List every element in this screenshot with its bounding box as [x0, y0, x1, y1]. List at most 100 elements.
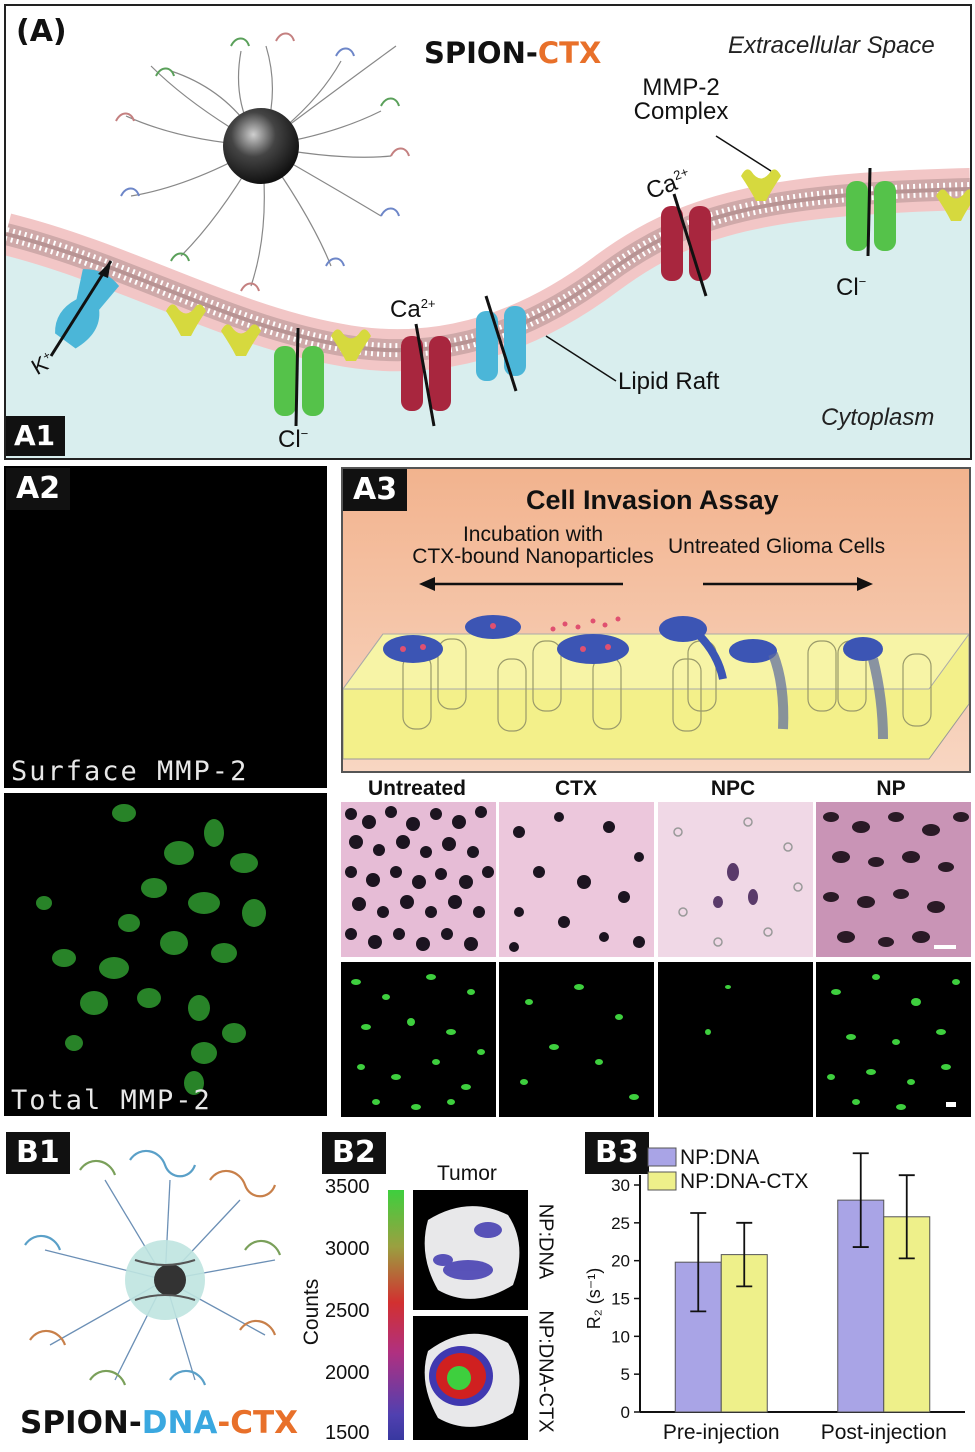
fluor-npc-dots	[705, 985, 731, 1035]
counts-colorbar	[388, 1190, 404, 1440]
incubation-line1: Incubation with	[462, 523, 604, 546]
panel-a3-tag: A3	[343, 469, 408, 511]
stain-ctx	[499, 802, 654, 957]
cl-text-left: Cl	[278, 426, 301, 453]
invasion-assay-diagram: Cell Invasion Assay Incubation with CTX-…	[341, 467, 971, 773]
y-tick-label: 0	[621, 1403, 630, 1422]
membrane-diagram	[6, 32, 970, 458]
mmp2-line1: MMP-2	[642, 74, 720, 101]
extracellular-label: Extracellular Space	[728, 32, 935, 59]
ca-sup-left: 2+	[420, 296, 436, 311]
untreated-glioma-label: Untreated Glioma Cells	[668, 535, 886, 558]
spion-dna-ctx-label: SPION-DNA-CTX	[20, 1405, 298, 1441]
tick-2000: 2000	[325, 1362, 370, 1384]
r2-bar-chart: 0 5 10 15 20 25 30 R₂ (s⁻¹) Pre-injection Post-in…	[584, 1146, 965, 1444]
row-np-dna-ctx-label: NP:DNA-CTX	[534, 1310, 557, 1433]
col-npc: NPC	[710, 777, 756, 800]
fluor-untreated	[341, 962, 496, 1117]
b1-ctx: -CTX	[217, 1405, 299, 1441]
green-cell-cluster	[36, 804, 266, 1095]
tumor-np-dna-ctx-drawing	[424, 1333, 520, 1427]
cell-invasion-title: Cell Invasion Assay	[526, 485, 779, 515]
tick-1500: 1500	[325, 1422, 370, 1444]
panel-a1-tag: A1	[6, 416, 66, 456]
stain-npc-dots	[673, 817, 803, 947]
fluor-np	[816, 962, 971, 1117]
tumor-np-dna-drawing	[424, 1206, 520, 1299]
panel-a-tag: (A)	[16, 14, 67, 49]
b1-spion: SPION-	[20, 1405, 142, 1441]
cl-channel-left	[274, 346, 324, 416]
panel-b1-tag: B1	[6, 1132, 70, 1174]
cl-channel-right	[846, 181, 896, 251]
title-spion: SPION-	[424, 36, 538, 70]
col-np: NP	[876, 777, 906, 800]
legend-label: NP:DNA	[680, 1146, 759, 1169]
total-mmp2-label: Total MMP-2	[11, 1085, 212, 1116]
panel-b3-tag: B3	[585, 1132, 649, 1174]
tumor-image-np-dna-ctx	[413, 1316, 528, 1440]
ca-channel-left	[401, 336, 451, 411]
spion-ctx-title: SPION-CTX	[424, 36, 601, 70]
tick-3500: 3500	[325, 1176, 370, 1198]
y-tick-label: 20	[611, 1252, 630, 1271]
spion-dna-ctx-drawing	[24, 1149, 282, 1386]
panel-b2-tag: B2	[322, 1132, 386, 1174]
k-channel-middle	[476, 306, 526, 381]
stain-npc	[658, 802, 813, 957]
incubation-line2: CTX-bound Nanoparticles	[412, 545, 654, 568]
ca-text-left: Ca	[390, 296, 421, 323]
incubation-label: Incubation with CTX-bound Nanoparticles	[383, 524, 683, 568]
fluor-untreated-dots	[351, 974, 485, 1110]
stain-untreated	[341, 802, 496, 957]
total-mmp2-image: Total MMP-2	[4, 793, 327, 1116]
cl-label-left: Cl−	[278, 426, 308, 454]
glioma-cells	[383, 615, 883, 664]
fluor-npc	[658, 962, 813, 1117]
b1-dna: DNA	[141, 1405, 218, 1441]
y-tick-label: 10	[611, 1327, 630, 1346]
col-untreated: Untreated	[367, 777, 467, 800]
tick-2500: 2500	[325, 1300, 370, 1322]
lipid-raft-label: Lipid Raft	[618, 368, 720, 395]
cytoplasm-label: Cytoplasm	[821, 404, 935, 431]
ca-label-left: Ca2+	[390, 296, 436, 324]
y-tick-label: 25	[611, 1214, 630, 1233]
y-tick-label: 5	[621, 1365, 630, 1384]
surface-mmp2-image: Surface MMP-2	[4, 466, 327, 788]
stain-untreated-dots	[345, 806, 494, 951]
legend-swatch	[647, 1147, 677, 1167]
k-channel	[55, 269, 120, 349]
stain-np	[816, 802, 971, 957]
legend-label: NP:DNA-CTX	[680, 1170, 808, 1193]
fluor-ctx-dots	[520, 984, 639, 1100]
panel-a1: (A) SPION-CTX Extracellular Space Cytopl…	[4, 4, 972, 460]
y-axis-label: R₂ (s⁻¹)	[584, 1268, 604, 1329]
fluor-np-dots	[827, 974, 960, 1110]
col-ctx: CTX	[555, 777, 597, 800]
cl-text-right: Cl	[836, 274, 859, 301]
y-tick-label: 30	[611, 1176, 630, 1195]
legend-swatch	[647, 1171, 677, 1191]
transwell-drawing	[343, 577, 969, 760]
cl-label-right: Cl−	[836, 274, 866, 302]
mmp2-line2: Complex	[633, 98, 729, 125]
fluor-ctx	[499, 962, 654, 1117]
tumor-label: Tumor	[437, 1162, 497, 1185]
cl-sup-right: −	[858, 274, 867, 289]
y-tick-label: 15	[611, 1290, 630, 1309]
tick-3000: 3000	[325, 1238, 370, 1260]
cl-sup-left: −	[300, 426, 309, 441]
counts-label: Counts	[300, 1278, 323, 1346]
mmp2-complex-label: MMP-2 Complex	[631, 76, 731, 124]
tumor-image-np-dna	[413, 1190, 528, 1310]
category-label: Post-injection	[821, 1421, 947, 1444]
stain-ctx-dots	[509, 812, 645, 952]
row-np-dna-label: NP:DNA	[534, 1203, 557, 1280]
spion-core	[223, 108, 299, 184]
surface-mmp2-label: Surface MMP-2	[11, 756, 249, 787]
panel-a2-tag: A2	[6, 468, 71, 510]
category-label: Pre-injection	[663, 1421, 780, 1444]
stain-np-dots	[823, 812, 969, 949]
ctx-ligands	[115, 32, 410, 292]
